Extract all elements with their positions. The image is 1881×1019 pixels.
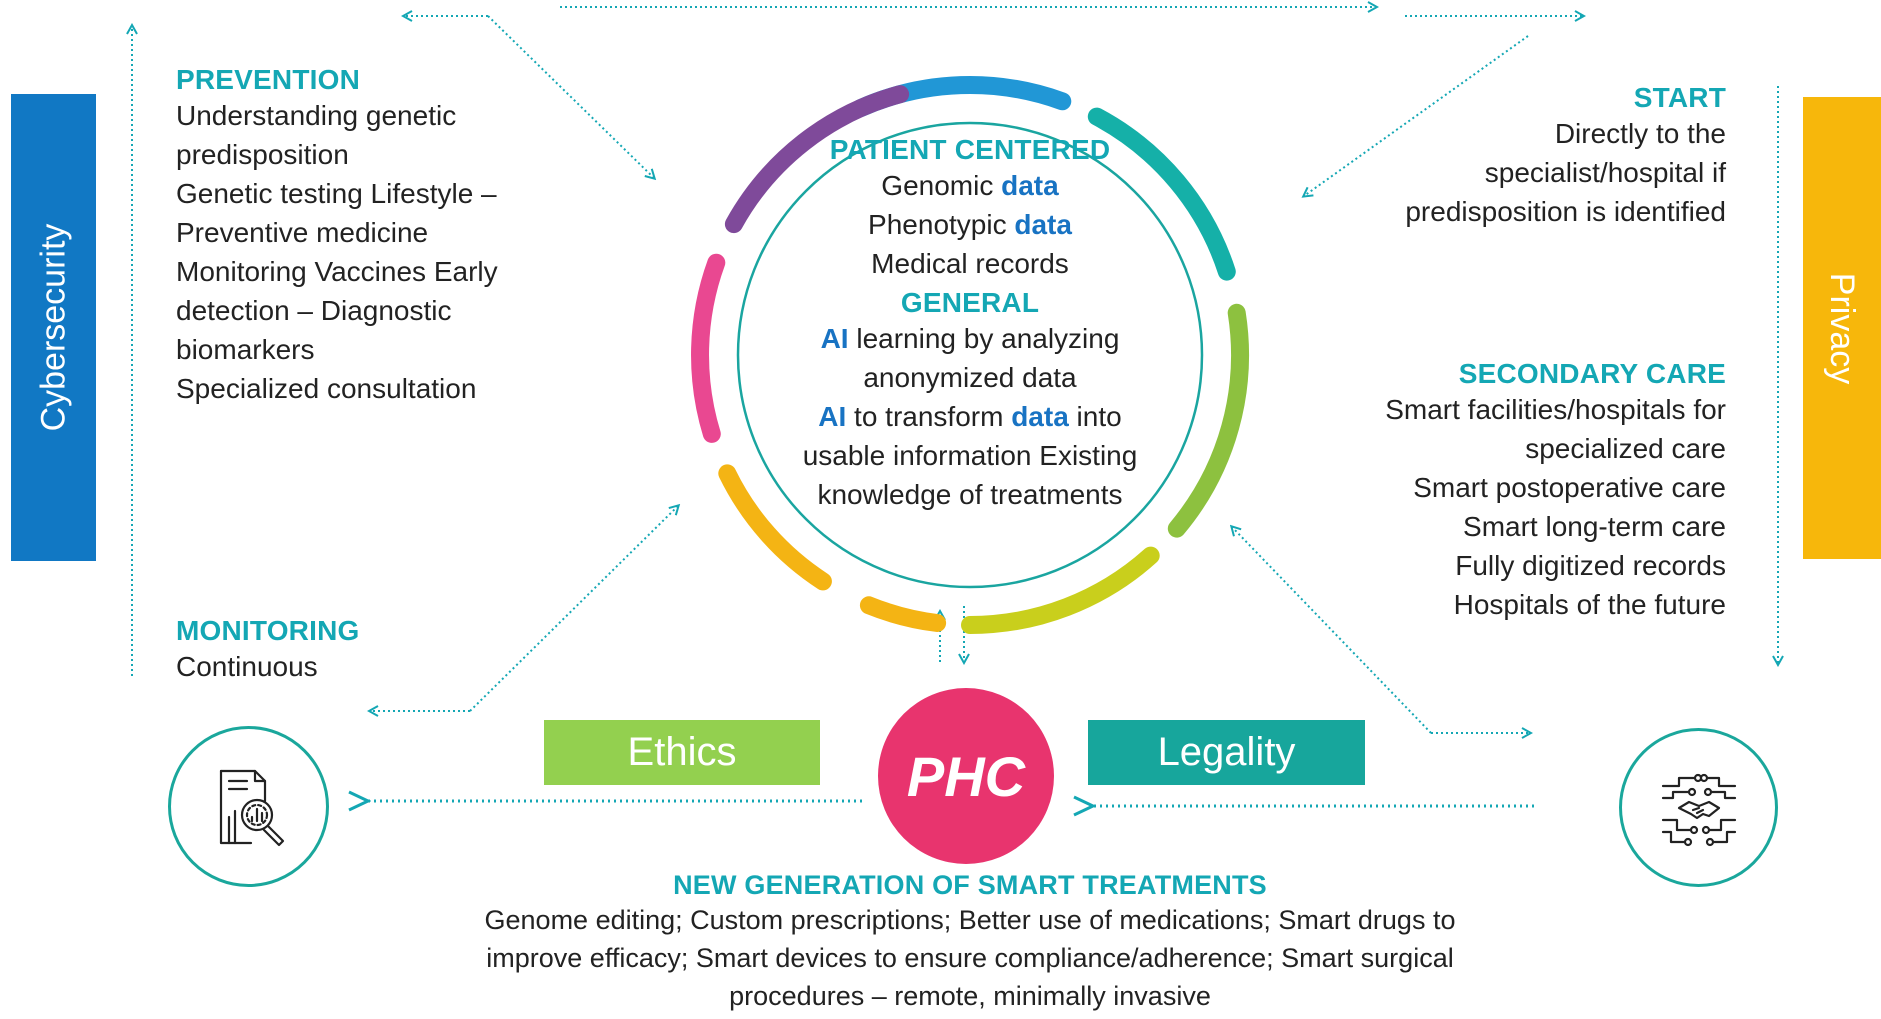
- keyword-data: data: [1011, 401, 1069, 432]
- privacy-label: Privacy: [1823, 272, 1862, 384]
- monitoring-title: MONITORING: [176, 615, 360, 646]
- keyword-data: data: [1014, 209, 1072, 240]
- prevention-line: Genetic testing Lifestyle –: [176, 178, 497, 209]
- treatments-text: Genome editing; Custom prescriptions; Be…: [400, 901, 1540, 1015]
- center-text-fragment: Phenotypic: [868, 209, 1015, 240]
- start-line: predisposition is identified: [1405, 196, 1726, 227]
- document-analysis-icon: [168, 726, 329, 887]
- prevention-block: PREVENTION Understanding genetic predisp…: [176, 64, 556, 408]
- center-body-general: AI learning by analyzing anonymized data…: [720, 319, 1220, 514]
- patient-centered-title: PATIENT CENTERED: [829, 134, 1111, 165]
- center-line: anonymized data: [863, 362, 1077, 393]
- keyword-data: data: [1001, 170, 1059, 201]
- center-text: PATIENT CENTERED Genomic data Phenotypic…: [720, 130, 1220, 514]
- center-line: Medical records: [871, 248, 1069, 279]
- secondary-care-title: SECONDARY CARE: [1458, 358, 1726, 389]
- prevention-line: Understanding genetic: [176, 100, 457, 131]
- keyword-ai: AI: [818, 401, 847, 432]
- center-text-fragment: learning by analyzing: [848, 323, 1120, 354]
- ring-arc-orange-right: [859, 596, 947, 632]
- treatments-block: NEW GENERATION OF SMART TREATMENTS Genom…: [400, 870, 1540, 1015]
- center-line: Genomic data: [720, 166, 1220, 205]
- treatments-title: NEW GENERATION OF SMART TREATMENTS: [673, 870, 1267, 900]
- prevention-line: biomarkers: [176, 334, 315, 365]
- phc-circle: PHC: [878, 688, 1054, 864]
- center-line: knowledge of treatments: [817, 479, 1123, 510]
- prevention-line: Monitoring Vaccines Early: [176, 256, 498, 287]
- treatments-line: procedures – remote, minimally invasive: [729, 981, 1211, 1011]
- center-line: usable information Existing: [802, 440, 1138, 471]
- secondary-care-text: Smart facilities/hospitals for specializ…: [1385, 390, 1726, 624]
- secondary-care-line: Smart facilities/hospitals for: [1385, 394, 1726, 425]
- prevention-title: PREVENTION: [176, 64, 361, 95]
- treatments-line: improve efficacy; Smart devices to ensur…: [486, 943, 1454, 973]
- center-text-fragment: to transform: [846, 401, 1012, 432]
- center-line: AI learning by analyzing: [720, 319, 1220, 358]
- treatments-line: Genome editing; Custom prescriptions; Be…: [484, 905, 1456, 935]
- secondary-care-line: specialized care: [1525, 433, 1726, 464]
- start-text: Directly to the specialist/hospital if p…: [1405, 114, 1726, 231]
- prevention-line: detection – Diagnostic: [176, 295, 452, 326]
- monitoring-block: MONITORING Continuous: [176, 615, 556, 686]
- cybersecurity-label: Cybersecurity: [34, 223, 72, 432]
- monitoring-line: Continuous: [176, 651, 318, 682]
- secondary-care-block: SECONDARY CARE Smart facilities/hospital…: [1385, 358, 1726, 624]
- prevention-line: Preventive medicine: [176, 217, 429, 248]
- prevention-line: predisposition: [176, 139, 349, 170]
- prevention-line: Specialized consultation: [176, 373, 477, 404]
- ring-arc-pink: [691, 253, 726, 443]
- secondary-care-line: Fully digitized records: [1455, 550, 1726, 581]
- center-text-fragment: into: [1068, 401, 1122, 432]
- prevention-text: Understanding genetic predisposition Gen…: [176, 96, 556, 408]
- start-title: START: [1633, 82, 1726, 113]
- keyword-ai: AI: [820, 323, 849, 354]
- handshake-circuit-icon: [1619, 728, 1778, 887]
- general-title: GENERAL: [900, 287, 1040, 318]
- secondary-care-line: Smart long-term care: [1463, 511, 1726, 542]
- center-body: Genomic data Phenotypic data Medical rec…: [720, 166, 1220, 283]
- ethics-label: Ethics: [544, 720, 820, 785]
- cybersecurity-bar: Cybersecurity: [11, 94, 96, 561]
- center-line: Phenotypic data: [720, 205, 1220, 244]
- start-line: specialist/hospital if: [1484, 157, 1726, 188]
- center-line: AI to transform data into: [720, 397, 1220, 436]
- ring-arc-yellow: [961, 546, 1160, 634]
- ring-arc-blue: [851, 76, 1072, 118]
- start-block: START Directly to the specialist/hospita…: [1405, 82, 1726, 231]
- secondary-care-line: Smart postoperative care: [1413, 472, 1726, 503]
- phc-label: PHC: [906, 744, 1026, 808]
- secondary-care-line: Hospitals of the future: [1453, 589, 1726, 620]
- center-text-fragment: Genomic: [881, 170, 1002, 201]
- privacy-bar: Privacy: [1803, 97, 1881, 559]
- start-line: Directly to the: [1554, 118, 1726, 149]
- legality-label: Legality: [1088, 720, 1365, 785]
